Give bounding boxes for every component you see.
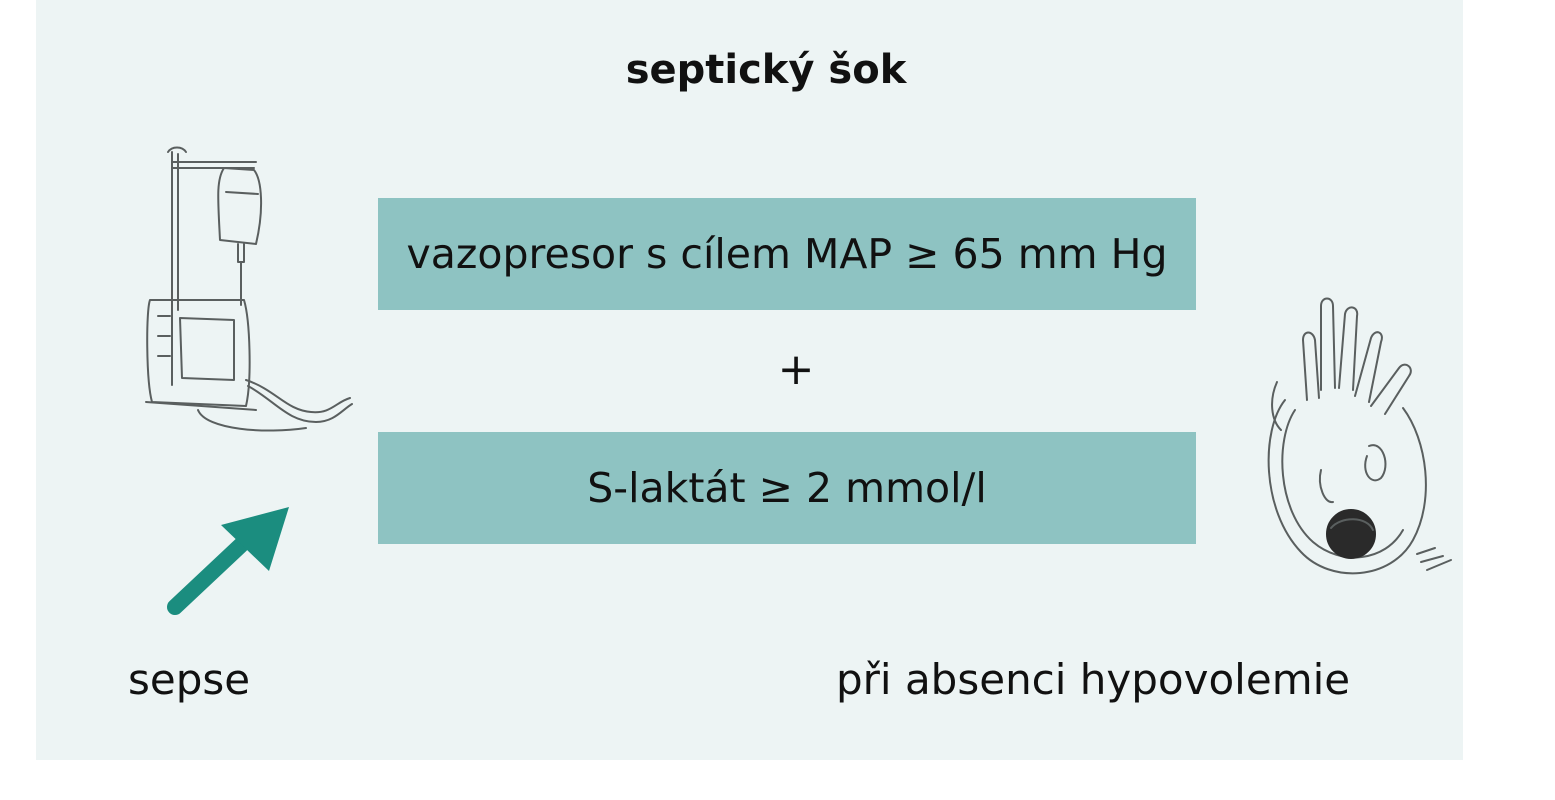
diagram-panel: septický šok vazopresor s cílem MAP ≥ 65… — [36, 0, 1463, 760]
absence-of-hypovolemia-label: při absenci hypovolemie — [836, 655, 1351, 704]
criterion-box-lactate: S-laktát ≥ 2 mmol/l — [378, 432, 1196, 544]
arrow-up-right-icon — [167, 507, 289, 615]
iv-infusion-drip-icon — [145, 146, 353, 432]
raised-hand-patient-icon — [1267, 297, 1452, 575]
diagram-title: septický šok — [625, 47, 907, 93]
criterion-vasopressor-text: vazopresor s cílem MAP ≥ 65 mm Hg — [406, 230, 1168, 278]
criterion-box-vasopressor: vazopresor s cílem MAP ≥ 65 mm Hg — [378, 198, 1196, 310]
plus-operator: + — [777, 344, 815, 395]
criterion-lactate-text: S-laktát ≥ 2 mmol/l — [587, 464, 987, 512]
sepsis-label: sepse — [128, 655, 251, 704]
